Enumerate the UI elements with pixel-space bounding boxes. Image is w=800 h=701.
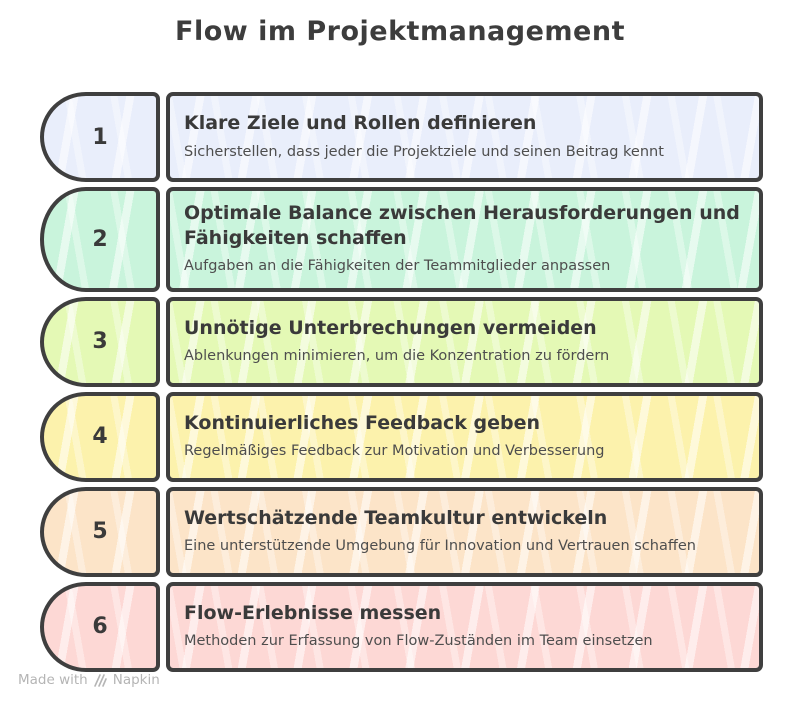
step-row: 3 Unnötige Unterbrechungen vermeiden Abl…: [40, 296, 763, 387]
step-row: 6 Flow-Erlebnisse messen Methoden zur Er…: [40, 581, 763, 672]
step-title: Klare Ziele und Rollen definieren: [184, 112, 537, 135]
napkin-logo-icon: [93, 673, 108, 688]
step-description: Eine unterstützende Umgebung für Innovat…: [184, 538, 696, 555]
step-number: 2: [92, 226, 108, 252]
step-number-capsule: 4: [40, 391, 160, 482]
page-title: Flow im Projektmanagement: [175, 16, 625, 47]
step-row: 1 Klare Ziele und Rollen definieren Sich…: [40, 92, 763, 182]
step-card: Klare Ziele und Rollen definieren Sicher…: [166, 92, 763, 182]
step-title: Unnötige Unterbrechungen vermeiden: [184, 316, 597, 339]
step-card: Optimale Balance zwischen Herausforderun…: [166, 187, 763, 292]
step-description: Methoden zur Erfassung von Flow-Zustände…: [184, 633, 653, 650]
footer-made-with-label: Made with: [18, 672, 88, 688]
step-title: Optimale Balance zwischen Herausforderun…: [184, 202, 740, 249]
step-number-capsule: 6: [40, 581, 160, 672]
step-number: 1: [92, 124, 108, 150]
step-number: 4: [92, 424, 108, 449]
step-card: Unnötige Unterbrechungen vermeiden Ablen…: [166, 296, 763, 387]
step-title: Flow-Erlebnisse messen: [184, 601, 442, 624]
step-number-capsule: 3: [40, 296, 160, 387]
step-number: 5: [92, 519, 108, 544]
step-card: Wertschätzende Teamkultur entwickeln Ein…: [166, 486, 763, 577]
step-card: Kontinuierliches Feedback geben Regelmäß…: [166, 391, 763, 482]
step-description: Sicherstellen, dass jeder die Projektzie…: [184, 143, 664, 160]
footer-credit: Made with Napkin: [18, 672, 160, 688]
step-title: Kontinuierliches Feedback geben: [184, 411, 541, 434]
step-description: Aufgaben an die Fähigkeiten der Teammitg…: [184, 258, 611, 275]
step-number: 6: [92, 614, 108, 639]
step-row: 2 Optimale Balance zwischen Herausforder…: [40, 187, 763, 292]
step-number: 3: [92, 329, 108, 354]
footer-brand-label: Napkin: [112, 672, 160, 688]
step-number-capsule: 5: [40, 486, 160, 577]
step-description: Ablenkungen minimieren, um die Konzentra…: [184, 348, 610, 365]
step-description: Regelmäßiges Feedback zur Motivation und…: [184, 443, 605, 460]
step-card: Flow-Erlebnisse messen Methoden zur Erfa…: [166, 581, 763, 672]
step-number-capsule: 2: [40, 187, 160, 292]
step-row: 5 Wertschätzende Teamkultur entwickeln E…: [40, 486, 763, 577]
step-row: 4 Kontinuierliches Feedback geben Regelm…: [40, 391, 763, 482]
step-title: Wertschätzende Teamkultur entwickeln: [184, 506, 608, 529]
step-number-capsule: 1: [40, 92, 160, 182]
steps-list: 1 Klare Ziele und Rollen definieren Sich…: [40, 92, 763, 672]
